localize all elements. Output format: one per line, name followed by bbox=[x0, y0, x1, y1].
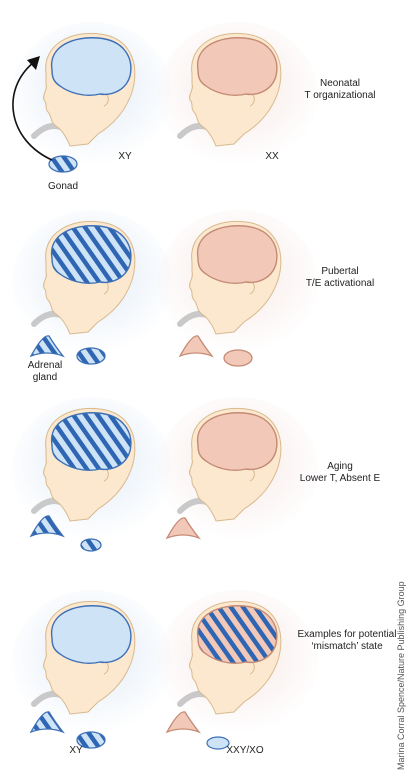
panel-1-female-head bbox=[158, 22, 318, 166]
gonad-icon bbox=[81, 539, 101, 551]
panel-1-xy-label: XY bbox=[105, 151, 145, 163]
brain-icon bbox=[52, 606, 131, 664]
panel-4-caption: Examples for potential ‘mismatch’ state bbox=[287, 629, 407, 653]
panel-4-xy-label: XY bbox=[56, 745, 96, 757]
gonad-label: Gonad bbox=[38, 181, 88, 193]
panel-1-male-head bbox=[12, 22, 172, 166]
gonad-icon bbox=[77, 348, 105, 364]
brain-icon bbox=[198, 38, 277, 96]
brain-icon bbox=[198, 606, 277, 664]
gonad-icon bbox=[49, 156, 77, 172]
brain-icon bbox=[52, 38, 131, 96]
panel-1-xx-label: XX bbox=[252, 151, 292, 163]
gonad-icon bbox=[224, 350, 252, 366]
panel-4-xxy-xo-label: XXY/XO bbox=[215, 745, 275, 757]
brain-icon bbox=[198, 226, 277, 284]
adrenal-gland-label: Adrenal gland bbox=[20, 360, 70, 384]
panel-1-caption: Neonatal T organizational bbox=[300, 78, 380, 102]
brain-icon bbox=[52, 226, 131, 284]
brain-icon bbox=[52, 413, 131, 471]
brain-icon bbox=[198, 413, 277, 471]
image-credit: Marina Corral Spence/Nature Publishing G… bbox=[396, 581, 406, 770]
panel-3-male-head bbox=[12, 397, 172, 541]
panel-2-caption: Pubertal T/E activational bbox=[300, 266, 380, 290]
panel-2-female-head bbox=[158, 210, 318, 354]
panel-4-male-head bbox=[12, 590, 172, 734]
panel-3-caption: Aging Lower T, Absent E bbox=[290, 461, 390, 485]
panel-2-male-head bbox=[12, 210, 172, 354]
